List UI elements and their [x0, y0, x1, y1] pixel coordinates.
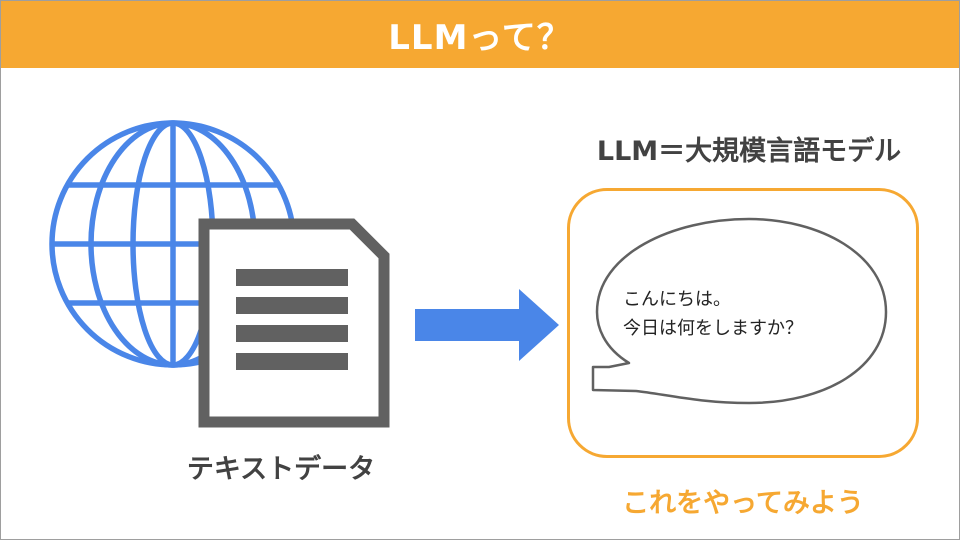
model-box — [567, 188, 919, 458]
bubble-text: こんにちは。 今日は何をしますか？ — [623, 285, 883, 343]
document-label: テキストデータ — [186, 454, 376, 485]
document-icon — [198, 218, 390, 428]
bubble-line: こんにちは。 — [623, 289, 731, 310]
call-to-action: これをやってみよう — [622, 488, 864, 519]
header-bar: LLMって？ — [1, 1, 959, 68]
bubble-line: 今日は何をしますか？ — [623, 318, 803, 339]
page-title: LLMって？ — [388, 18, 572, 58]
model-title: LLM＝大規模言語モデル — [596, 136, 902, 167]
right-arrow-icon — [415, 289, 559, 361]
speech-bubble — [591, 217, 888, 405]
